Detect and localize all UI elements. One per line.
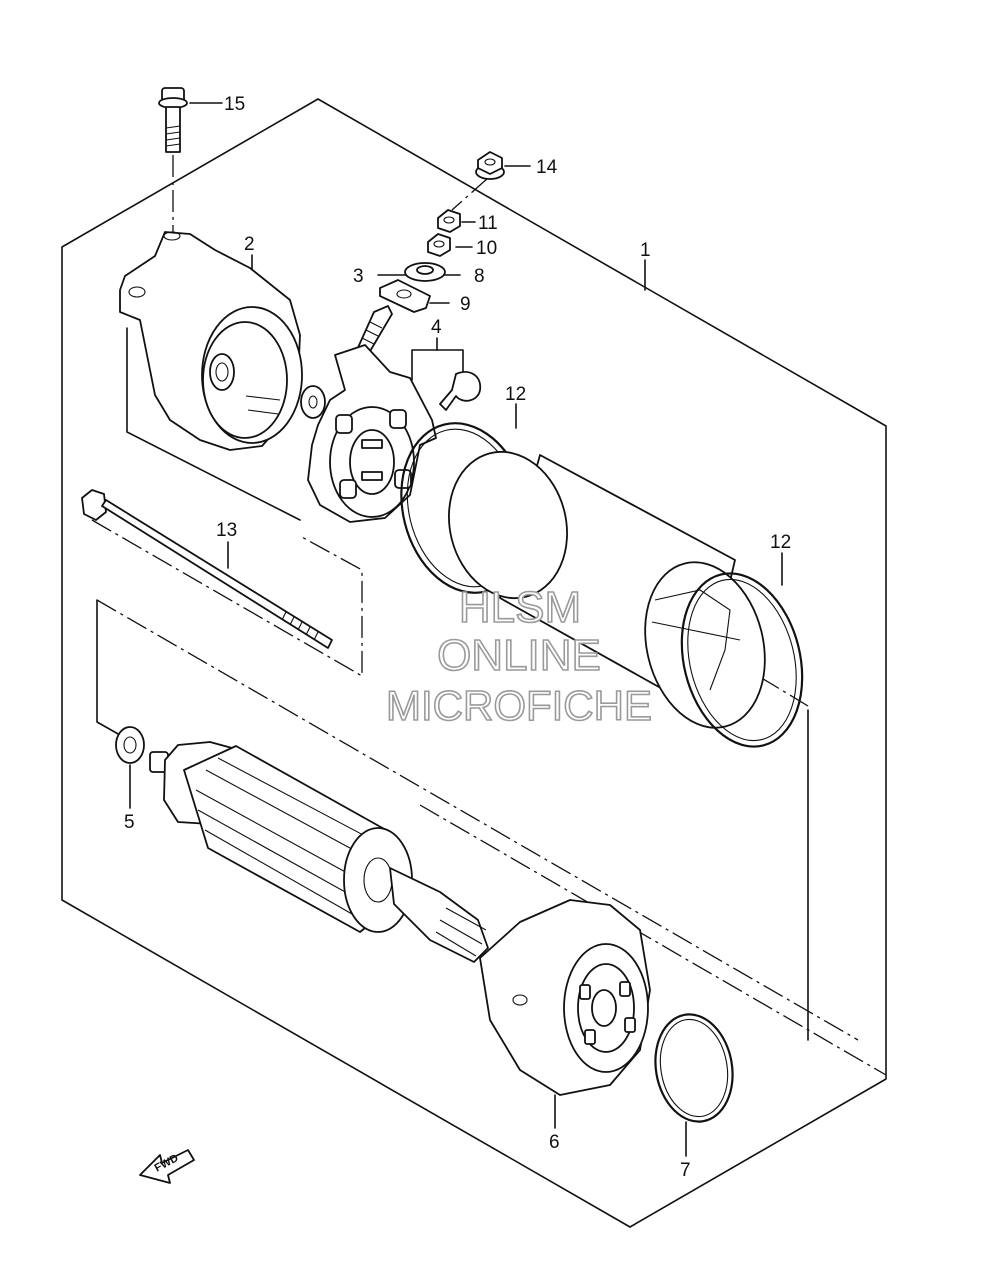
watermark-line-2: ONLINE (437, 631, 601, 680)
part-13-through-bolt (81, 489, 333, 649)
callout-13: 13 (216, 520, 237, 541)
part-11-nut (437, 209, 461, 233)
armature (149, 741, 489, 963)
callout-14: 14 (536, 157, 558, 178)
part-12-o-ring-lower (680, 572, 804, 748)
callout-12-upper: 12 (505, 384, 526, 405)
assembly-outline (61, 98, 887, 1228)
part-5-washer (115, 726, 145, 764)
part-8-washer (404, 262, 446, 282)
callout-9: 9 (460, 294, 471, 315)
fwd-arrow-icon: FWD (139, 1149, 195, 1184)
callout-3: 3 (353, 266, 364, 287)
part-14-nut (475, 151, 505, 180)
callout-1: 1 (640, 240, 651, 261)
callout-labels: 1 2 3 4 5 6 7 8 9 10 11 12 12 13 14 15 (124, 94, 791, 1181)
part-10-nut (427, 233, 451, 257)
callout-12-lower: 12 (770, 532, 791, 553)
callout-6: 6 (549, 1132, 560, 1153)
callout-4: 4 (431, 317, 442, 338)
callout-7: 7 (680, 1160, 691, 1181)
part-1-yoke (448, 450, 766, 729)
watermark: HLSM ONLINE MICROFICHE (385, 582, 653, 730)
leader-lines (91, 102, 887, 1157)
callout-10: 10 (476, 238, 497, 259)
callout-11: 11 (478, 213, 498, 234)
part-6-front-bracket (479, 899, 651, 1096)
part-9-plate (379, 279, 431, 313)
part-7-o-ring (654, 1013, 734, 1123)
callout-5: 5 (124, 812, 135, 833)
part-2-end-housing (119, 231, 303, 451)
watermark-line-3: MICROFICHE (386, 682, 652, 729)
part-15-bolt (158, 87, 188, 153)
part-4-brush-plate (307, 344, 482, 523)
thrust-washer (300, 385, 326, 419)
callout-2: 2 (244, 234, 255, 255)
callout-15: 15 (224, 94, 245, 115)
watermark-line-1: HLSM (459, 583, 581, 632)
callout-8: 8 (474, 266, 485, 287)
